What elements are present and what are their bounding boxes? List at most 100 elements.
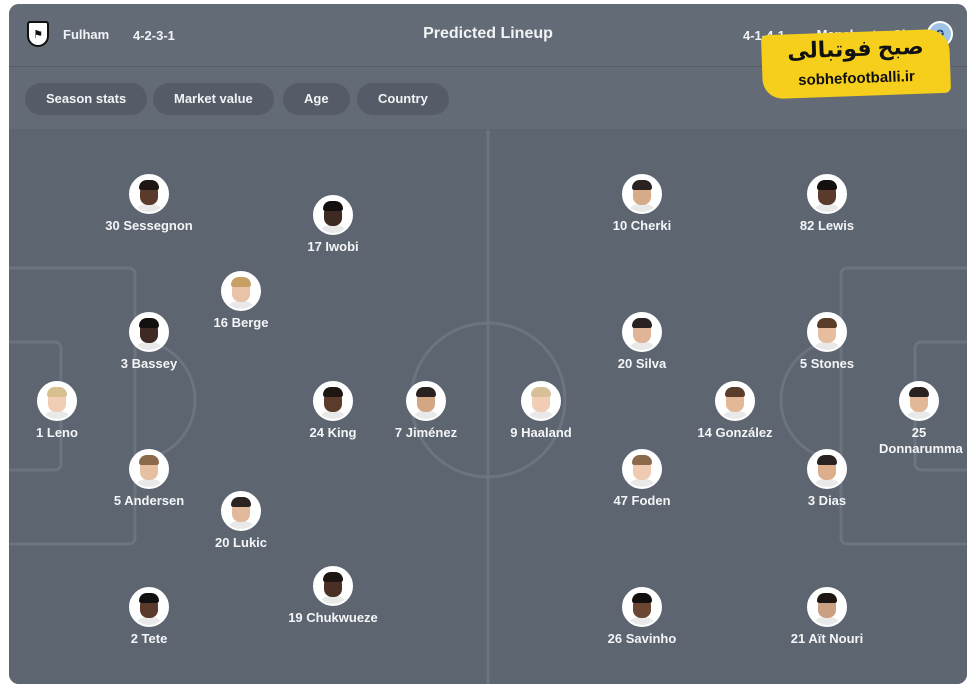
player-photo[interactable] <box>129 587 169 627</box>
hair-2 <box>231 277 251 287</box>
player-photo[interactable] <box>622 312 662 352</box>
pitch: 30 Sessegnon 17 Iwobi 16 Berge 3 Bassey … <box>9 130 967 684</box>
player-photo[interactable] <box>622 174 662 214</box>
player-photo[interactable] <box>313 566 353 606</box>
player-name: 9 Haaland <box>510 425 572 440</box>
player-home-1[interactable]: 1 Leno <box>9 381 117 441</box>
player-photo[interactable] <box>129 312 169 352</box>
player-name: 47 Foden <box>613 493 671 508</box>
home-team-name: Fulham <box>63 26 110 42</box>
player-name: 16 Berge <box>213 315 269 330</box>
hair-0 <box>139 180 159 190</box>
player-away-47[interactable]: 47 Foden <box>582 449 702 509</box>
player-away-5[interactable]: 5 Stones <box>767 312 887 372</box>
player-name: 10 Cherki <box>612 218 672 233</box>
player-photo[interactable] <box>622 587 662 627</box>
hair-9 <box>139 593 159 603</box>
ahair-10 <box>909 387 929 397</box>
player-away-21[interactable]: 21 Aït Nouri <box>767 587 887 647</box>
watermark-text-fa: صبح فوتبالی <box>786 33 925 64</box>
player-name: 19 Chukwueze <box>288 610 378 625</box>
player-photo[interactable] <box>221 271 261 311</box>
season-stats-chip[interactable]: Season stats <box>25 83 148 115</box>
player-name: 26 Savinho <box>607 631 677 646</box>
player-photo[interactable] <box>313 195 353 235</box>
player-photo[interactable] <box>129 449 169 489</box>
player-photo[interactable] <box>221 491 261 531</box>
player-photo[interactable] <box>715 381 755 421</box>
ahair-0 <box>531 387 551 397</box>
player-name: 5 Stones <box>799 356 855 371</box>
player-name: 14 González <box>697 425 773 440</box>
home-team[interactable]: ⚑ Fulham <box>27 21 109 47</box>
player-name: 20 Silva <box>617 356 667 371</box>
watermark-logo: صبح فوتبالی sobhefootballi.ir <box>760 28 952 100</box>
player-name: 2 Tete <box>130 631 168 646</box>
hair-5 <box>323 387 343 397</box>
ahair-1 <box>632 180 652 190</box>
player-photo[interactable] <box>129 174 169 214</box>
player-photo[interactable] <box>37 381 77 421</box>
player-name: 5 Andersen <box>113 493 185 508</box>
player-home-2[interactable]: 2 Tete <box>89 587 209 647</box>
ahair-9 <box>817 593 837 603</box>
ahair-3 <box>725 387 745 397</box>
player-photo[interactable] <box>807 587 847 627</box>
player-photo[interactable] <box>807 449 847 489</box>
fulham-crest-icon: ⚑ <box>27 21 49 47</box>
player-photo[interactable] <box>807 174 847 214</box>
player-home-16[interactable]: 16 Berge <box>181 271 301 331</box>
home-formation: 4-2-3-1 <box>133 28 175 43</box>
hair-4 <box>47 387 67 397</box>
player-name: 3 Dias <box>807 493 847 508</box>
hair-1 <box>323 201 343 211</box>
player-away-3[interactable]: 3 Dias <box>767 449 887 509</box>
player-name: 7 Jiménez <box>394 425 458 440</box>
age-chip[interactable]: Age <box>283 83 350 115</box>
ahair-2 <box>632 318 652 328</box>
ahair-5 <box>632 593 652 603</box>
player-name: 25 Donnarumma <box>879 425 963 456</box>
player-name: 20 Lukic <box>214 535 268 550</box>
player-name: 21 Aït Nouri <box>790 631 864 646</box>
player-home-5[interactable]: 5 Andersen <box>89 449 209 509</box>
player-photo[interactable] <box>622 449 662 489</box>
player-home-24[interactable]: 24 King <box>273 381 393 441</box>
ahair-7 <box>817 318 837 328</box>
player-name: 24 King <box>309 425 357 440</box>
player-away-9[interactable]: 9 Haaland <box>481 381 601 441</box>
player-photo[interactable] <box>406 381 446 421</box>
watermark-text-en: sobhefootballi.ir <box>797 67 916 90</box>
hair-8 <box>231 497 251 507</box>
hair-3 <box>139 318 159 328</box>
player-away-20[interactable]: 20 Silva <box>582 312 702 372</box>
player-home-17[interactable]: 17 Iwobi <box>273 195 393 255</box>
player-photo[interactable] <box>807 312 847 352</box>
player-away-10[interactable]: 10 Cherki <box>582 174 702 234</box>
ahair-6 <box>817 180 837 190</box>
player-photo[interactable] <box>899 381 939 421</box>
player-photo[interactable] <box>521 381 561 421</box>
player-name: 17 Iwobi <box>307 239 359 254</box>
player-away-14[interactable]: 14 González <box>675 381 795 441</box>
player-home-7[interactable]: 7 Jiménez <box>366 381 486 441</box>
ahair-4 <box>632 455 652 465</box>
player-photo[interactable] <box>313 381 353 421</box>
player-name: 3 Bassey <box>120 356 178 371</box>
player-away-25[interactable]: 25 Donnarumma <box>859 381 967 457</box>
country-chip[interactable]: Country <box>357 83 449 115</box>
player-name: 30 Sessegnon <box>105 218 193 233</box>
player-home-3[interactable]: 3 Bassey <box>89 312 209 372</box>
hair-10 <box>323 572 343 582</box>
player-home-19[interactable]: 19 Chukwueze <box>273 566 393 626</box>
player-home-30[interactable]: 30 Sessegnon <box>89 174 209 234</box>
player-home-20[interactable]: 20 Lukic <box>181 491 301 551</box>
player-name: 82 Lewis <box>799 218 855 233</box>
player-away-26[interactable]: 26 Savinho <box>582 587 702 647</box>
lineup-card: ⚑ Fulham 4-2-3-1 Predicted Lineup 4-1-4-… <box>9 4 967 684</box>
page-title: Predicted Lineup <box>423 25 553 42</box>
player-name: 1 Leno <box>36 425 78 440</box>
market-value-chip[interactable]: Market value <box>153 83 274 115</box>
player-away-82[interactable]: 82 Lewis <box>767 174 887 234</box>
ahair-8 <box>817 455 837 465</box>
